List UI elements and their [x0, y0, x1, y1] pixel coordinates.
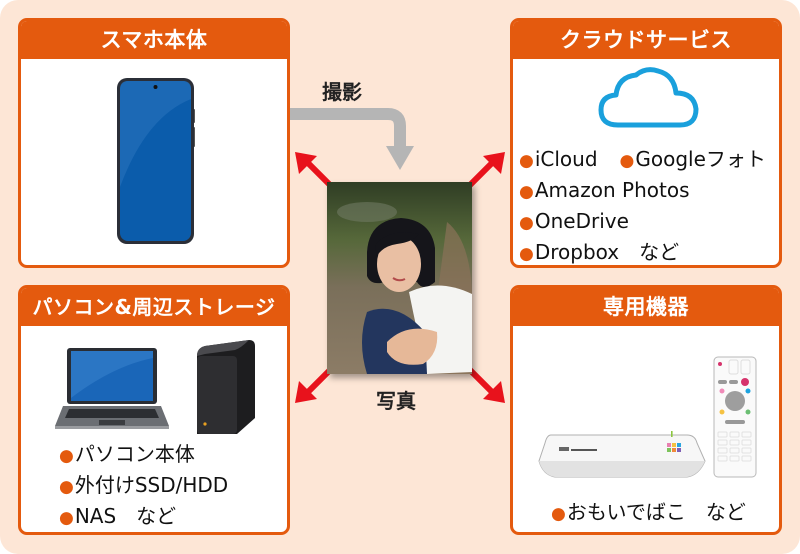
pc-storage-list: ●パソコン本体 ●外付けSSD/HDD ●NAS など	[59, 440, 229, 532]
cloud-service-list: ●iCloud●Googleフォト ●Amazon Photos ●OneDri…	[519, 145, 766, 265]
list-item: ●パソコン本体	[59, 442, 195, 466]
panel-title-device: 専用機器	[513, 288, 779, 326]
list-item: ●おもいでばこ など	[551, 500, 746, 524]
panel-title-cloud: クラウドサービス	[513, 21, 779, 59]
storage-box-icon	[537, 431, 707, 481]
panel-smartphone: スマホ本体	[18, 18, 290, 268]
panel-pc-storage: パソコン&周辺ストレージ ●パソコン本体 ●外付けSSD/HDD	[18, 285, 290, 535]
laptop-icon	[53, 346, 171, 432]
portrait-photo	[327, 182, 472, 374]
list-item: ●Amazon Photos	[519, 178, 690, 202]
list-item: ●外付けSSD/HDD	[59, 473, 229, 497]
list-item: ●OneDrive	[519, 209, 629, 233]
list-item: ●iCloud●Googleフォト	[519, 147, 766, 171]
panel-title-smartphone: スマホ本体	[21, 21, 287, 59]
device-list: ●おもいでばこ など	[551, 498, 746, 529]
capture-label: 撮影	[322, 80, 362, 104]
panel-title-pc: パソコン&周辺ストレージ	[21, 288, 287, 326]
arrow-to-device-icon	[467, 365, 507, 405]
remote-control-icon	[713, 356, 757, 478]
panel-dedicated-device: 専用機器	[510, 285, 782, 535]
capture-arrow-icon	[290, 108, 420, 174]
smartphone-icon	[116, 77, 198, 247]
panel-cloud-services: クラウドサービス ●iCloud●Googleフォト ●Amazon Photo…	[510, 18, 782, 268]
list-item: ●Dropbox など	[519, 240, 680, 264]
external-hdd-icon	[191, 338, 259, 436]
photo-label: 写真	[376, 389, 416, 413]
arrow-to-cloud-icon	[467, 150, 507, 190]
list-item: ●NAS など	[59, 504, 177, 528]
cloud-icon	[596, 63, 702, 133]
